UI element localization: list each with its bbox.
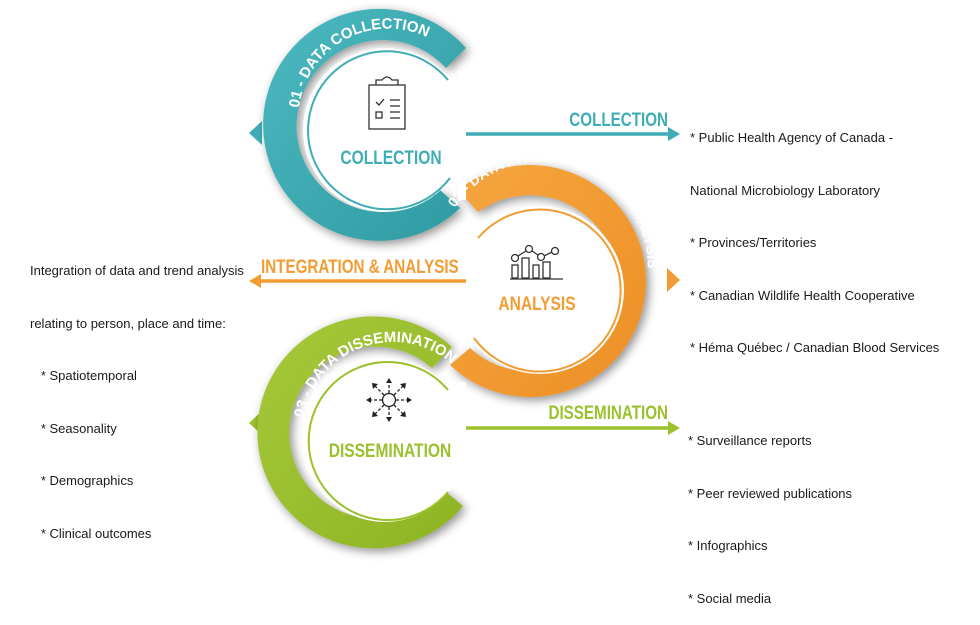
- dissemination-inner-disc: [303, 358, 467, 522]
- analysis-details: Integration of data and trend analysis r…: [30, 227, 244, 560]
- radiating-arrows-icon: [366, 378, 412, 422]
- dissemination-arrow-label: DISSEMINATION: [548, 401, 668, 423]
- collection-details: * Public Health Agency of Canada - Natio…: [690, 94, 939, 374]
- collection-center-label: COLLECTION: [340, 147, 441, 169]
- detail-line: * Provinces/Territories: [690, 235, 817, 250]
- dissemination-arrow: [466, 421, 680, 435]
- detail-line: * Clinical outcomes: [30, 525, 152, 541]
- integration-arrow: [249, 274, 466, 288]
- detail-line: Integration of data and trend analysis: [30, 263, 244, 278]
- dissemination-details: * Surveillance reports * Peer reviewed p…: [688, 397, 852, 625]
- detail-line: * Seasonality: [30, 420, 117, 436]
- analysis-pointer-right-icon: [667, 268, 680, 292]
- dissemination-ring: [257, 316, 463, 549]
- detail-line: * Canadian Wildlife Health Cooperative: [690, 287, 915, 303]
- surveillance-cycle-diagram: 01 - DATA COLLECTION 02 - DATA INTEGRATI…: [249, 8, 680, 549]
- collection-pointer-left-icon: [249, 121, 262, 145]
- detail-line: * Public Health Agency of Canada -: [690, 130, 894, 145]
- detail-line: * Surveillance reports: [688, 433, 812, 448]
- detail-line: * Héma Québec / Canadian Blood Services: [690, 340, 940, 355]
- detail-line: * Peer reviewed publications: [688, 485, 853, 501]
- analysis-inner-disc: [456, 206, 624, 374]
- collection-arrow-label: COLLECTION: [569, 108, 668, 130]
- analysis-ring: [450, 164, 646, 397]
- clipboard-checklist-icon: [368, 76, 406, 130]
- arrow-left-icon: [249, 274, 261, 288]
- integration-arrow-label: INTEGRATION & ANALYSIS: [261, 255, 459, 277]
- detail-line: National Microbiology Laboratory: [690, 182, 881, 198]
- arrow-right-icon: [668, 127, 680, 141]
- detail-line: relating to person, place and time:: [30, 315, 226, 331]
- detail-line: * Social media: [688, 590, 772, 606]
- detail-line: * Demographics: [30, 473, 134, 488]
- detail-line: * Infographics: [688, 538, 768, 553]
- dissemination-center-label: DISSEMINATION: [329, 440, 452, 462]
- detail-line: * Spatiotemporal: [30, 368, 137, 383]
- arrow-right-icon: [668, 421, 680, 435]
- collection-ring: [263, 8, 466, 241]
- collection-arrow: [466, 127, 680, 141]
- collection-inner-disc: [303, 48, 467, 212]
- analysis-center-label: ANALYSIS: [498, 293, 575, 315]
- bar-line-chart-icon: [510, 244, 563, 280]
